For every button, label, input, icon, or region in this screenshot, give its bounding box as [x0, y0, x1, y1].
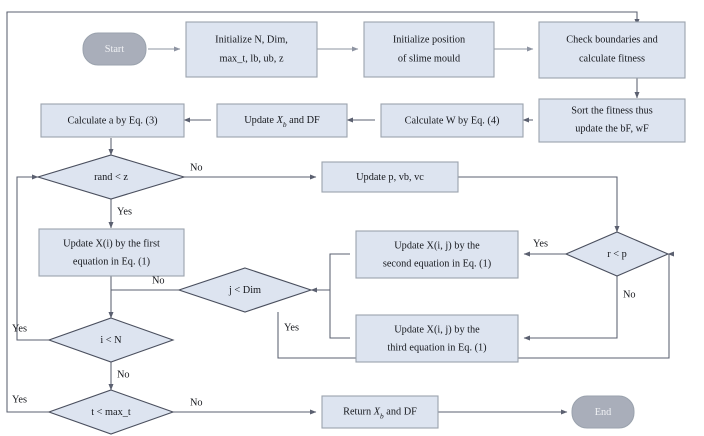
node-update-x-second-line1: Update X(i, j) by the	[394, 240, 480, 251]
node-sort-fitness-line2: update the bF, wF	[575, 123, 649, 134]
node-i-lt-n[interactable]: i < N	[47, 317, 175, 363]
edge-updatepvbvc-to-rlessp	[458, 176, 620, 233]
node-update-x-third-line2: third equation in Eq. (1)	[387, 342, 486, 353]
node-check-boundaries[interactable]: Check boundaries and calculate fitness	[538, 21, 686, 79]
node-end-label: End	[595, 407, 612, 418]
node-r-lt-p-label: r < p	[607, 249, 627, 260]
node-calculate-a-label: Calculate a by Eq. (3)	[67, 115, 157, 126]
node-check-boundaries-line2: calculate fitness	[579, 53, 645, 64]
node-return-xb-df[interactable]: Return Xb and DF	[321, 395, 439, 429]
node-init-position-line1: Initialize position	[393, 34, 465, 45]
node-rand-lt-z-label: rand < z	[94, 172, 128, 183]
node-update-x-second[interactable]: Update X(i, j) by the second equation in…	[355, 230, 519, 279]
node-i-lt-n-label: i < N	[100, 335, 122, 346]
node-t-lt-maxt[interactable]: t < max_t	[47, 389, 175, 435]
edge-label-layer: No Yes Yes No No Yes Yes No Yes No	[12, 162, 636, 408]
node-start-label: Start	[105, 44, 125, 55]
node-init-position-line2: of slime mould	[398, 53, 461, 64]
edge-third-to-junction	[329, 290, 350, 339]
node-update-x-second-line2: second equation in Eq. (1)	[383, 258, 491, 269]
node-init-params-line1: Initialize N, Dim,	[215, 34, 288, 45]
edge-label-rand-yes: Yes	[117, 206, 132, 217]
node-update-p-vb-vc[interactable]: Update p, vb, vc	[321, 161, 459, 193]
node-update-p-vb-vc-label: Update p, vb, vc	[356, 172, 424, 183]
edge-in-yes-loop	[16, 174, 70, 341]
node-init-params[interactable]: Initialize N, Dim, max_t, lb, ub, z	[185, 21, 318, 78]
node-sort-fitness[interactable]: Sort the fitness thus update the bF, wF	[538, 98, 686, 143]
node-init-params-line2: max_t, lb, ub, z	[219, 53, 283, 64]
edge-label-r-no: No	[623, 289, 636, 300]
node-end[interactable]: End	[571, 395, 635, 429]
node-update-x-first-line1: Update X(i) by the first	[63, 238, 160, 249]
node-j-lt-dim-label: j < Dim	[228, 285, 261, 296]
edge-label-t-yes: Yes	[12, 394, 27, 405]
node-t-lt-maxt-label: t < max_t	[91, 407, 131, 418]
node-rand-lt-z[interactable]: rand < z	[36, 154, 186, 200]
node-r-lt-p[interactable]: r < p	[564, 231, 670, 277]
node-update-xb-df[interactable]: Update Xb and DF	[216, 103, 348, 138]
node-j-lt-dim[interactable]: j < Dim	[177, 267, 313, 313]
edge-label-t-no: No	[190, 397, 203, 408]
node-update-x-first-line2: equation in Eq. (1)	[73, 256, 150, 267]
edge-label-i-no: No	[117, 369, 130, 380]
node-update-x-third-line1: Update X(i, j) by the	[394, 324, 480, 335]
edge-label-r-yes: Yes	[533, 238, 548, 249]
node-calculate-w[interactable]: Calculate W by Eq. (4)	[380, 103, 524, 138]
node-calculate-a[interactable]: Calculate a by Eq. (3)	[40, 103, 185, 138]
node-calculate-w-label: Calculate W by Eq. (4)	[405, 115, 500, 126]
edge-rlessp-no-to-third	[523, 276, 618, 341]
node-update-x-first[interactable]: Update X(i) by the first equation in Eq.…	[38, 228, 185, 277]
edge-label-i-yes: Yes	[12, 323, 27, 334]
node-start[interactable]: Start	[82, 32, 147, 66]
edge-label-j-yes: Yes	[284, 322, 299, 333]
node-init-position[interactable]: Initialize position of slime mould	[363, 21, 495, 78]
node-return-xb-df-label: Return Xb and DF	[343, 407, 417, 421]
edge-second-to-junction	[329, 253, 350, 290]
node-sort-fitness-line1: Sort the fitness thus	[571, 105, 653, 116]
node-check-boundaries-line1: Check boundaries and	[566, 34, 658, 45]
edge-label-rand-no: No	[190, 162, 203, 173]
edge-label-j-no: No	[152, 275, 165, 286]
node-update-xb-df-label: Update Xb and DF	[244, 115, 320, 129]
node-update-x-third[interactable]: Update X(i, j) by the third equation in …	[355, 314, 519, 363]
edge-tmaxt-yes-loop	[6, 12, 70, 413]
